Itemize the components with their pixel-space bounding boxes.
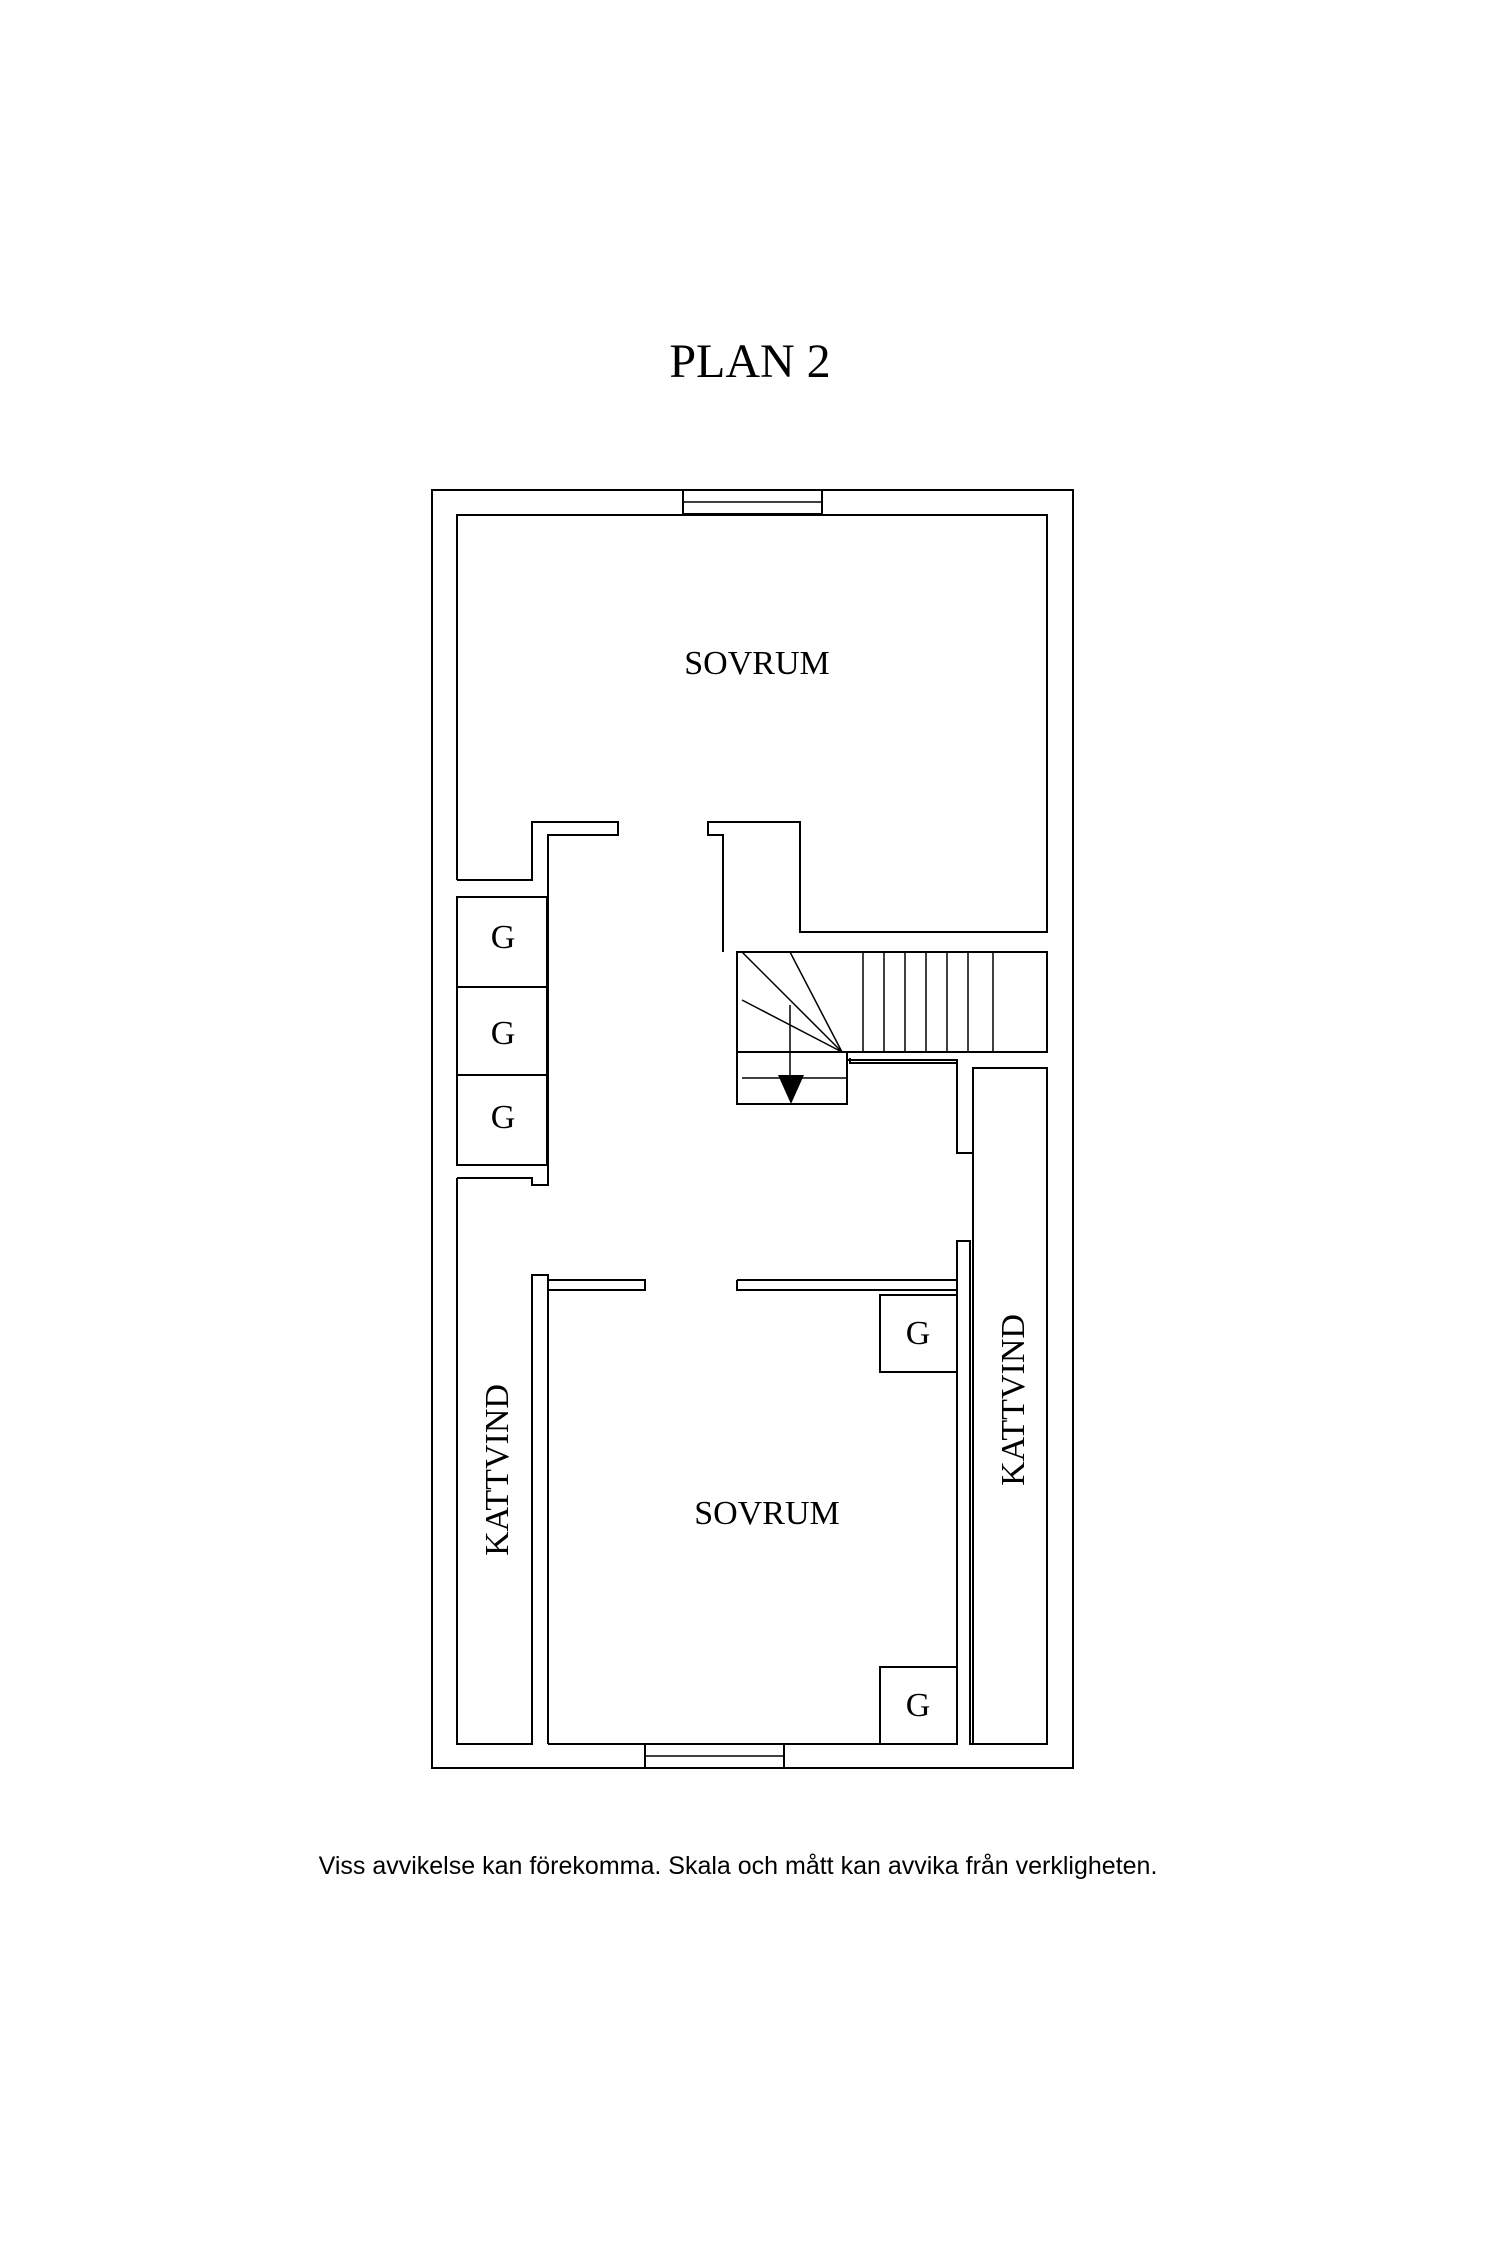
right-attic (972, 1067, 1048, 1745)
lower-bedroom-top-wall (736, 1279, 958, 1291)
closet-label-left-2: G (491, 1015, 516, 1052)
room-label-left-attic: KATTVIND (479, 1384, 516, 1556)
stair-down-arrow-icon (778, 1075, 804, 1104)
left-attic-wall (456, 1178, 646, 1745)
closet-label-left-3: G (491, 1099, 516, 1136)
left-hall-wall (457, 1165, 549, 1186)
closet-label-left-1: G (491, 919, 516, 956)
upper-bedroom-wall (456, 514, 1048, 952)
room-label-lower-bedroom: SOVRUM (694, 1495, 839, 1532)
staircase (736, 951, 1048, 1153)
top-window (682, 489, 823, 515)
closet-label-right-bottom: G (906, 1687, 931, 1724)
room-label-right-attic: KATTVIND (995, 1314, 1032, 1486)
closet-label-right-top: G (906, 1315, 931, 1352)
right-closets (879, 1294, 958, 1745)
plan-title: PLAN 2 (669, 335, 830, 388)
left-closets (456, 896, 548, 1166)
disclaimer-text: Viss avvikelse kan förekomma. Skala och … (319, 1852, 1158, 1880)
bottom-window (644, 1743, 785, 1769)
room-label-upper-bedroom: SOVRUM (684, 645, 829, 682)
